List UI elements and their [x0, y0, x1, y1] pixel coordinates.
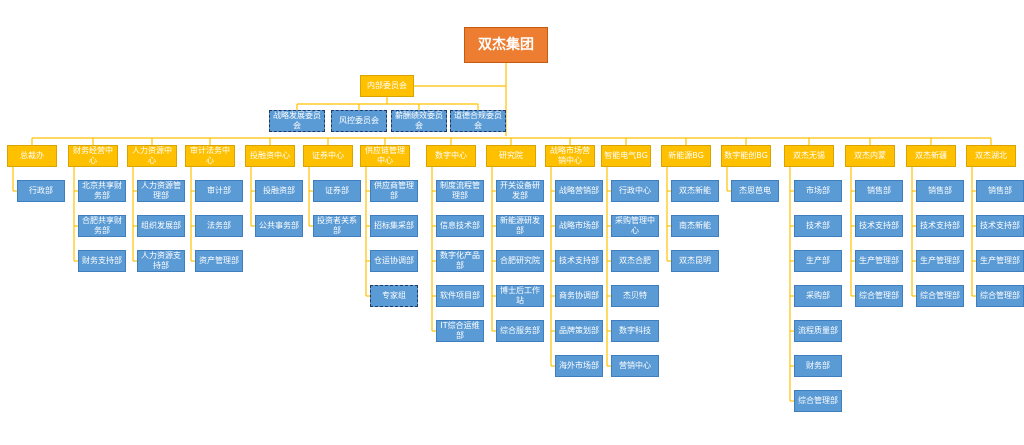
child-node: 数字科技 [611, 320, 659, 342]
child-node: 组织发展部 [137, 215, 185, 237]
child-node: 战略市场部 [555, 215, 603, 237]
committee-node: 薪酬绩效委员会 [391, 110, 447, 132]
child-node: 综合管理部 [916, 285, 964, 307]
department-node: 研究院 [486, 145, 536, 167]
child-node: 生产部 [794, 250, 842, 272]
child-node: 技术支持部 [916, 215, 964, 237]
department-node: 财务经营中心 [68, 145, 118, 167]
child-node: 综合管理部 [976, 285, 1024, 307]
department-node: 双杰内蒙 [845, 145, 895, 167]
department-node: 供应链管理中心 [360, 145, 410, 167]
department-node: 人力资源中心 [127, 145, 177, 167]
child-node: 技术部 [794, 215, 842, 237]
root-node: 双杰集团 [464, 27, 548, 63]
department-node: 新能源BG [661, 145, 711, 167]
child-node: 双杰新能 [671, 180, 719, 202]
committee-node: 道德合规委员会 [450, 110, 506, 132]
child-node: 技术支持部 [555, 250, 603, 272]
child-node: 信息技术部 [436, 215, 484, 237]
child-node: 合肥研究院 [496, 250, 544, 272]
child-node: 市场部 [794, 180, 842, 202]
child-node: 海外市场部 [555, 355, 603, 377]
child-node: 行政部 [17, 180, 65, 202]
child-node: 新能源研发部 [496, 215, 544, 237]
child-node: 数字化产品部 [436, 250, 484, 272]
department-node: 数字中心 [426, 145, 476, 167]
department-node: 智能电气BG [601, 145, 651, 167]
child-node: 技术支持部 [976, 215, 1024, 237]
child-node: 综合管理部 [855, 285, 903, 307]
child-node: 销售部 [916, 180, 964, 202]
child-node: 双杰昆明 [671, 250, 719, 272]
department-node: 双杰新疆 [906, 145, 956, 167]
child-node: 开关设备研发部 [496, 180, 544, 202]
child-node: 公共事务部 [255, 215, 303, 237]
child-node: 财务部 [794, 355, 842, 377]
internal-committee-node: 内部委员会 [360, 75, 414, 97]
child-node: 行政中心 [611, 180, 659, 202]
child-node: 人力资源管理部 [137, 180, 185, 202]
department-node: 双杰无锡 [784, 145, 834, 167]
department-node: 审计法务中心 [185, 145, 235, 167]
child-node: 生产管理部 [916, 250, 964, 272]
child-node: 证券部 [313, 180, 361, 202]
child-node: 博士后工作站 [496, 285, 544, 307]
child-node: 招标集采部 [370, 215, 418, 237]
child-node: 财务支持部 [78, 250, 126, 272]
child-node: 法务部 [195, 215, 243, 237]
child-node: 综合服务部 [496, 320, 544, 342]
child-node: 销售部 [976, 180, 1024, 202]
child-node: 生产管理部 [976, 250, 1024, 272]
child-node: 杰贝特 [611, 285, 659, 307]
child-node: 战略营销部 [555, 180, 603, 202]
child-node: 投融资部 [255, 180, 303, 202]
child-node: IT综合运维部 [436, 320, 484, 342]
child-node: 审计部 [195, 180, 243, 202]
department-node: 战略市场营销中心 [545, 145, 595, 167]
child-node: 销售部 [855, 180, 903, 202]
child-node: 合肥共享财务部 [78, 215, 126, 237]
child-node: 制度流程管理部 [436, 180, 484, 202]
child-node: 采购管理中心 [611, 215, 659, 237]
child-node: 杰思芭电 [731, 180, 779, 202]
child-node: 生产管理部 [855, 250, 903, 272]
committee-node: 风控委员会 [331, 110, 387, 132]
child-node: 投资者关系部 [313, 215, 361, 237]
department-node: 投融资中心 [245, 145, 295, 167]
department-node: 证券中心 [303, 145, 353, 167]
child-node: 软件项目部 [436, 285, 484, 307]
child-node: 人力资源支持部 [137, 250, 185, 272]
department-node: 数字能创BG [721, 145, 771, 167]
child-node: 南杰新能 [671, 215, 719, 237]
child-node: 供应商管理部 [370, 180, 418, 202]
child-node: 流程质量部 [794, 320, 842, 342]
child-node: 商务协调部 [555, 285, 603, 307]
child-node: 营销中心 [611, 355, 659, 377]
child-node: 双杰合肥 [611, 250, 659, 272]
child-node: 采购部 [794, 285, 842, 307]
child-node: 仓运协调部 [370, 250, 418, 272]
child-node: 专家组 [370, 285, 418, 307]
child-node: 综合管理部 [794, 390, 842, 412]
child-node: 品牌策划部 [555, 320, 603, 342]
child-node: 北京共享财务部 [78, 180, 126, 202]
child-node: 资产管理部 [195, 250, 243, 272]
department-node: 双杰湖北 [966, 145, 1016, 167]
child-node: 技术支持部 [855, 215, 903, 237]
department-node: 总裁办 [7, 145, 57, 167]
committee-node: 战略发展委员会 [269, 110, 325, 132]
